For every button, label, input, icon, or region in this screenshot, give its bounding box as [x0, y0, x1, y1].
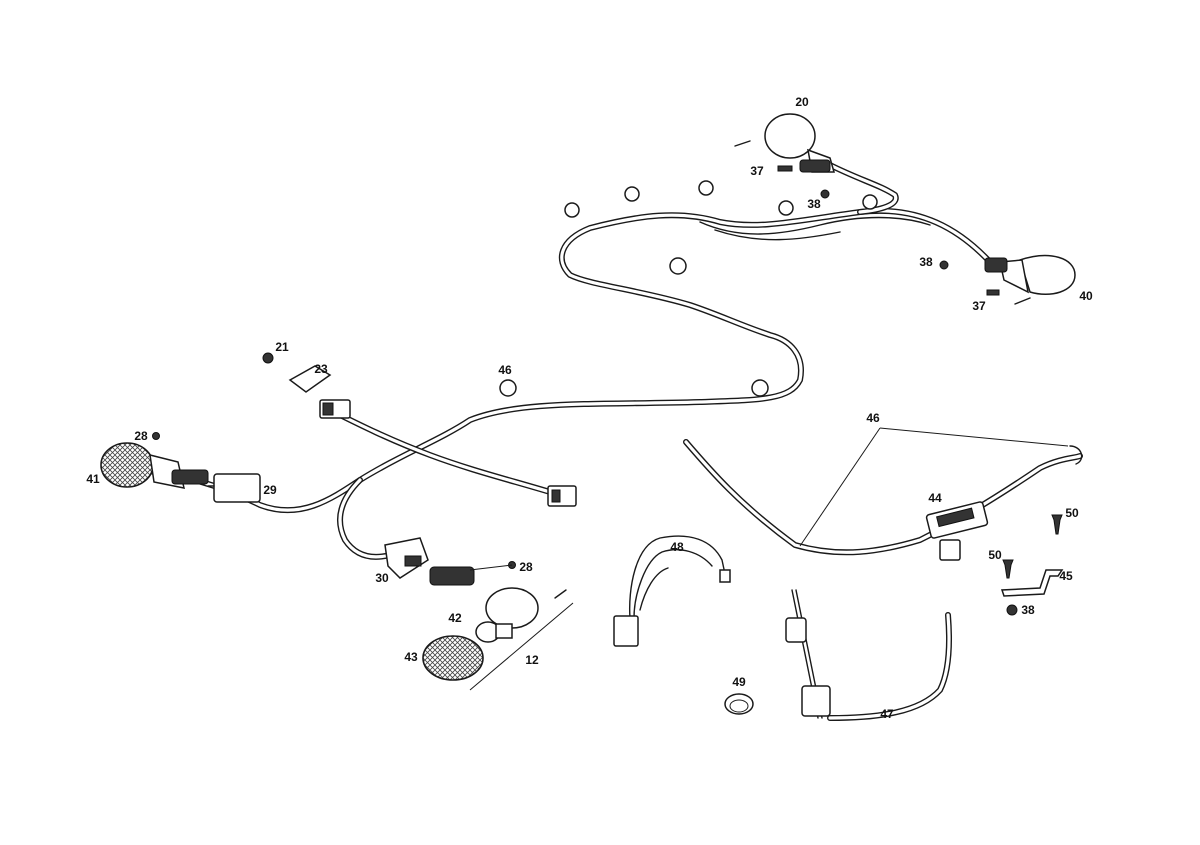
nut-38-right	[939, 260, 949, 270]
screw-37-top	[777, 165, 793, 172]
wire-clip-46-left	[499, 379, 517, 397]
callout-43: 43	[404, 650, 418, 664]
callout-50-top: 50	[1065, 506, 1079, 520]
connector-plug-upper	[319, 399, 351, 419]
callout-28-left: 28	[134, 429, 148, 443]
cable-46	[683, 427, 1083, 556]
lens-43	[422, 635, 484, 681]
callout-44: 44	[928, 491, 942, 505]
main-wire-harness	[137, 162, 993, 560]
flasher-29	[207, 473, 261, 503]
callout-47: 47	[880, 707, 894, 721]
screw-28-right	[469, 561, 516, 571]
bulb-42	[475, 621, 513, 643]
callout-30: 30	[375, 571, 389, 585]
callout-45: 45	[1059, 569, 1073, 583]
callout-21: 21	[275, 340, 289, 354]
nut-38-bottom	[1006, 604, 1018, 616]
callout-48: 48	[670, 540, 684, 554]
indicator-light-20	[734, 113, 835, 173]
callout-37-right: 37	[972, 299, 986, 313]
assembly-12-bracket-line	[469, 602, 574, 691]
screw-28-left	[152, 432, 160, 440]
callout-38-bottom: 38	[1021, 603, 1035, 617]
indicator-light-41	[100, 442, 209, 489]
sub-harness-48	[613, 535, 731, 647]
socket-assembly	[429, 566, 539, 629]
relay-23	[288, 365, 332, 393]
connector-plug-lower	[547, 485, 577, 507]
screw-50-bottom	[1002, 559, 1014, 579]
callout-12: 12	[525, 653, 539, 667]
nut-21	[262, 352, 274, 364]
bracket-45	[1000, 569, 1064, 597]
callout-29: 29	[263, 483, 277, 497]
callout-42: 42	[448, 611, 462, 625]
callout-20: 20	[795, 95, 809, 109]
screw-37-right	[986, 289, 1031, 305]
holder-30	[384, 537, 429, 579]
callout-46-left: 46	[498, 363, 512, 377]
callout-38-right: 38	[919, 255, 933, 269]
nut-38-top	[820, 189, 830, 199]
callout-49: 49	[732, 675, 746, 689]
ring-49	[724, 693, 754, 715]
callout-38-top: 38	[807, 197, 821, 211]
callout-40: 40	[1079, 289, 1093, 303]
callout-labels: 20 37 38 38 40 37 21 23 46 28 41 29 30 2…	[86, 95, 1093, 721]
fuel-sensor-47	[785, 589, 953, 721]
callout-28-right: 28	[519, 560, 533, 574]
callout-46-right: 46	[866, 411, 880, 425]
indicator-light-40	[984, 254, 1076, 296]
screw-small	[554, 589, 567, 599]
switch-44	[925, 501, 989, 561]
callout-23: 23	[314, 362, 328, 376]
callout-50-bottom: 50	[988, 548, 1002, 562]
wire-clips	[564, 180, 878, 397]
callout-37-top: 37	[750, 164, 764, 178]
callout-41: 41	[86, 472, 100, 486]
screw-50-top	[1051, 514, 1063, 535]
